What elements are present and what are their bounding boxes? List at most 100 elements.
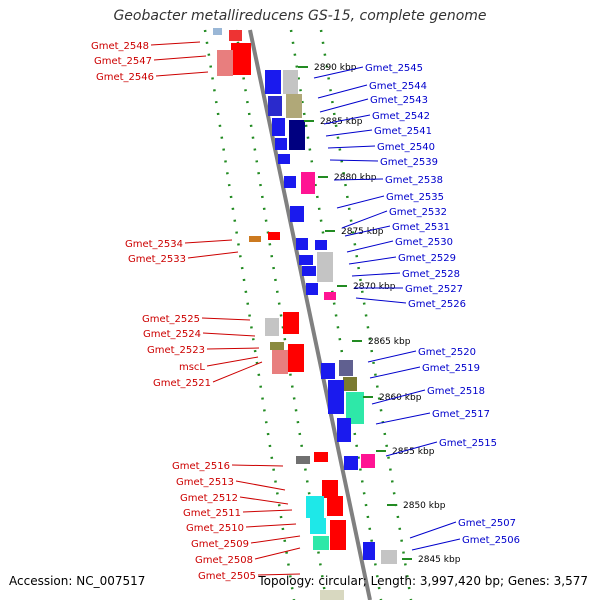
- genome-axis: [248, 29, 372, 600]
- gene-feature-block: [301, 172, 315, 194]
- right-pointer-line: [385, 441, 438, 457]
- right-pointer-line: [348, 256, 397, 265]
- right-gene-label: Gmet_2529: [398, 253, 456, 264]
- right-pointer-line: [344, 225, 391, 237]
- gene-feature-block: [272, 350, 288, 374]
- gene-feature-block: [229, 30, 242, 41]
- track-dotted-line: [203, 29, 296, 600]
- gene-feature-block: [346, 392, 364, 424]
- left-gene-label: Gmet_2524: [143, 329, 201, 340]
- gene-feature-block: [317, 252, 333, 282]
- scale-label: 2850 kbp: [403, 501, 446, 511]
- gene-feature-block: [296, 238, 308, 250]
- right-pointer-line: [333, 178, 384, 181]
- right-pointer-line: [369, 366, 421, 379]
- gene-feature-block: [315, 240, 327, 250]
- left-gene-label: Gmet_2513: [176, 477, 234, 488]
- scale-label: 2885 kbp: [320, 117, 363, 127]
- track-dotted-line: [289, 29, 383, 600]
- gene-feature-block: [270, 342, 284, 350]
- right-pointer-line: [346, 240, 394, 253]
- gene-feature-block: [306, 496, 324, 518]
- gene-feature-block: [268, 96, 282, 116]
- gene-feature-block: [283, 70, 298, 94]
- right-pointer-line: [355, 297, 407, 304]
- left-pointer-line: [250, 535, 301, 544]
- right-pointer-line: [317, 84, 368, 99]
- gene-feature-block: [361, 454, 375, 468]
- left-gene-label: Gmet_2516: [172, 461, 230, 472]
- gene-feature-block: [231, 43, 251, 75]
- gene-feature-block: [343, 377, 357, 391]
- scale-label: 2865 kbp: [368, 337, 411, 347]
- left-gene-label: Gmet_2521: [153, 378, 211, 389]
- left-pointer-line: [206, 356, 259, 367]
- gene-feature-block: [313, 536, 329, 550]
- left-gene-label: Gmet_2505: [198, 571, 256, 582]
- right-gene-label: Gmet_2531: [392, 222, 450, 233]
- gene-feature-block: [249, 236, 261, 242]
- gene-feature-block: [290, 206, 304, 222]
- right-gene-label: Gmet_2542: [372, 111, 430, 122]
- left-gene-label: Gmet_2511: [183, 508, 241, 519]
- left-gene-label: Gmet_2512: [180, 493, 238, 504]
- scale-label: 2845 kbp: [418, 555, 461, 565]
- right-gene-label: Gmet_2520: [418, 347, 476, 358]
- left-gene-label: Gmet_2523: [147, 345, 205, 356]
- right-gene-label: Gmet_2535: [386, 192, 444, 203]
- gene-feature-block: [306, 283, 318, 295]
- left-pointer-line: [187, 251, 239, 259]
- gene-feature-block: [314, 452, 328, 462]
- gene-feature-block: [322, 480, 338, 498]
- right-pointer-line: [341, 210, 388, 229]
- topology-label: Topology: circular; Length: 3,997,420 bp…: [258, 574, 588, 588]
- right-pointer-line: [351, 272, 401, 277]
- right-pointer-line: [319, 98, 369, 113]
- gene-feature-block: [339, 360, 353, 376]
- right-gene-label: Gmet_2540: [377, 142, 435, 153]
- right-gene-label: Gmet_2506: [462, 535, 520, 546]
- left-gene-label: Gmet_2510: [186, 523, 244, 534]
- left-gene-label: Gmet_2533: [128, 254, 186, 265]
- right-pointer-line: [411, 538, 461, 551]
- left-pointer-line: [153, 55, 207, 61]
- gene-feature-block: [284, 176, 296, 188]
- right-gene-label: Gmet_2544: [369, 81, 427, 92]
- left-pointer-line: [257, 573, 301, 576]
- right-pointer-line: [409, 521, 457, 539]
- left-pointer-line: [202, 332, 256, 337]
- right-gene-label: Gmet_2507: [458, 518, 516, 529]
- right-pointer-line: [375, 412, 431, 425]
- genome-axis-line: [248, 29, 372, 600]
- gene-feature-block: [328, 380, 344, 414]
- gene-feature-block: [320, 590, 344, 600]
- right-gene-label: Gmet_2538: [385, 175, 443, 186]
- right-gene-label: Gmet_2517: [432, 409, 490, 420]
- right-gene-label: Gmet_2532: [389, 207, 447, 218]
- gene-feature-block: [310, 518, 326, 534]
- right-pointer-line: [329, 159, 379, 162]
- left-pointer-line: [201, 317, 251, 321]
- gene-feature-block: [299, 255, 313, 265]
- gene-feature-block: [288, 344, 304, 372]
- gene-feature-block: [278, 154, 290, 164]
- right-gene-label: Gmet_2518: [427, 386, 485, 397]
- left-gene-label: Gmet_2548: [91, 41, 149, 52]
- scale-label: 2890 kbp: [314, 63, 357, 73]
- left-pointer-line: [206, 347, 260, 350]
- gene-feature-block: [327, 496, 343, 516]
- right-pointer-line: [327, 145, 376, 149]
- right-gene-label: Gmet_2541: [374, 126, 432, 137]
- right-gene-label: Gmet_2543: [370, 95, 428, 106]
- map-title: Geobacter metallireducens GS-15, complet…: [113, 8, 487, 24]
- left-pointer-line: [254, 547, 301, 560]
- gene-feature-block: [344, 456, 358, 470]
- left-pointer-line: [212, 361, 263, 383]
- gene-features: [213, 28, 397, 600]
- right-gene-labels: Gmet_2545Gmet_2544Gmet_2543Gmet_2542Gmet…: [313, 63, 520, 551]
- gene-feature-block: [283, 312, 299, 334]
- gene-feature-block: [265, 318, 279, 336]
- left-pointer-line: [231, 464, 284, 467]
- gene-feature-block: [213, 28, 222, 35]
